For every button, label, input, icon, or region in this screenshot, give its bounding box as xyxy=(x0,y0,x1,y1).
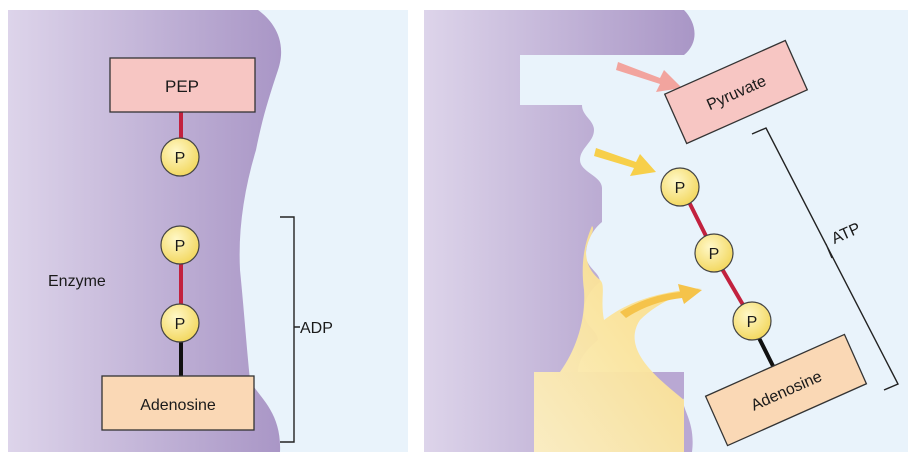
atp-bracket xyxy=(751,127,899,391)
left-enzyme-surface xyxy=(8,10,282,452)
pep-box xyxy=(109,57,256,113)
pep-label: PEP xyxy=(165,77,199,96)
binding-glow xyxy=(534,226,702,452)
pyruvate-box: Pyruvate xyxy=(663,39,809,145)
left-panel: PEP P P P Adenosine Enzyme ADP xyxy=(8,10,408,452)
phosphate-r1-label: P xyxy=(675,180,686,197)
adp-bracket xyxy=(280,216,300,443)
phosphate-r3: P xyxy=(732,301,772,341)
adenosine-box-left xyxy=(101,375,255,431)
adenosine-label-left: Adenosine xyxy=(140,397,216,414)
pink-arrow xyxy=(616,62,682,92)
phosphate-r2-label: P xyxy=(709,246,720,263)
adp-label: ADP xyxy=(300,320,333,337)
phosphate-3-label: P xyxy=(175,316,186,333)
enzyme-label: Enzyme xyxy=(48,273,106,290)
phosphate-1: P xyxy=(160,137,200,177)
phosphate-r1: P xyxy=(660,167,700,207)
phosphate-r2: P xyxy=(694,233,734,273)
phosphate-3: P xyxy=(160,303,200,343)
phosphate-r3-label: P xyxy=(747,314,758,331)
phosphate-2: P xyxy=(160,225,200,265)
yellow-arrow-bottom xyxy=(620,284,702,318)
phosphate-2-label: P xyxy=(175,238,186,255)
right-enzyme-surface xyxy=(424,10,695,452)
yellow-arrow-top xyxy=(594,148,656,176)
right-panel: Pyruvate P P P Adenosine ATP xyxy=(424,10,908,452)
adenosine-box-right: Adenosine xyxy=(704,333,868,447)
phosphate-1-label: P xyxy=(175,150,186,167)
